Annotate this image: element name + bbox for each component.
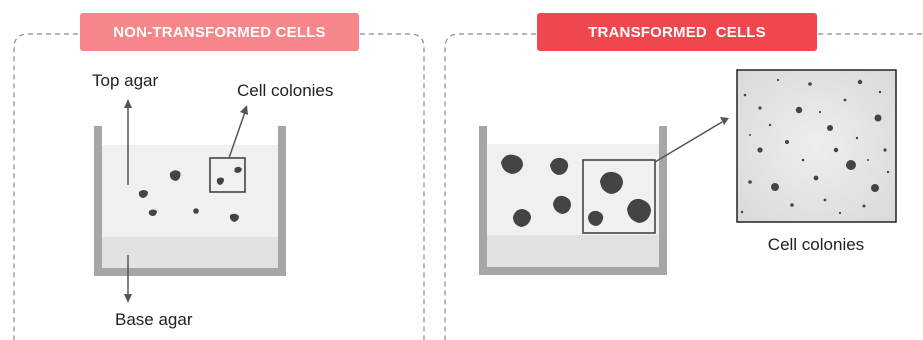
colony bbox=[843, 98, 847, 102]
top-agar-arrow bbox=[124, 99, 132, 185]
colony bbox=[813, 175, 819, 181]
colony bbox=[513, 209, 531, 227]
left-panel-title: NON-TRANSFORMED CELLS bbox=[113, 24, 326, 41]
arrowhead-icon bbox=[124, 294, 132, 303]
arrowhead-icon bbox=[240, 105, 248, 115]
colony bbox=[229, 213, 239, 222]
colony bbox=[886, 170, 890, 174]
top-agar-label: Top agar bbox=[92, 71, 158, 90]
arrowhead-icon bbox=[720, 117, 729, 125]
colony bbox=[862, 204, 866, 208]
colony bbox=[855, 136, 859, 140]
colony bbox=[740, 210, 744, 214]
right-panel-title: TRANSFORMED CELLS bbox=[588, 24, 766, 41]
left-panel-border bbox=[13, 33, 425, 340]
colony bbox=[808, 82, 812, 86]
colony bbox=[216, 177, 224, 185]
colony bbox=[758, 106, 762, 110]
colony bbox=[148, 209, 157, 216]
colony bbox=[553, 195, 571, 214]
right-panel-banner: TRANSFORMED CELLS bbox=[537, 13, 817, 51]
left-panel-banner: NON-TRANSFORMED CELLS bbox=[80, 13, 359, 51]
left-zoom-box bbox=[209, 157, 246, 193]
micrograph-background bbox=[737, 70, 896, 222]
micrograph-frame bbox=[736, 69, 897, 223]
colony bbox=[627, 198, 651, 223]
colony bbox=[768, 123, 772, 127]
colony bbox=[748, 180, 752, 184]
colony bbox=[795, 106, 803, 114]
colony bbox=[169, 170, 181, 181]
colony bbox=[846, 160, 856, 170]
left-panel: NON-TRANSFORMED CELLS bbox=[13, 13, 425, 340]
top-agar-layer bbox=[102, 145, 278, 237]
colony bbox=[878, 90, 882, 94]
base-agar-layer bbox=[487, 235, 659, 267]
left-cell-colonies-label: Cell colonies bbox=[237, 81, 333, 100]
colony-micrograph bbox=[736, 69, 897, 223]
right-cell-colonies-label: Cell colonies bbox=[768, 235, 864, 254]
beaker-bottom bbox=[94, 268, 286, 276]
base-agar-arrow bbox=[124, 255, 132, 303]
right-zoom-box bbox=[582, 159, 656, 234]
colony bbox=[771, 183, 779, 191]
right-banner-background bbox=[537, 13, 817, 51]
colony bbox=[867, 159, 869, 161]
right-panel: TRANSFORMED CELLS bbox=[444, 13, 923, 340]
colony bbox=[234, 166, 242, 173]
colony bbox=[749, 134, 751, 136]
arrowhead-icon bbox=[124, 99, 132, 108]
beaker-left-wall bbox=[479, 126, 487, 275]
colony bbox=[838, 211, 842, 215]
left-beaker bbox=[94, 126, 286, 276]
colony bbox=[785, 140, 789, 144]
colony bbox=[801, 158, 805, 162]
left-cell-colonies-arrow bbox=[228, 105, 248, 159]
left-colonies bbox=[138, 166, 242, 222]
colony bbox=[874, 114, 882, 122]
colony bbox=[883, 148, 887, 152]
left-banner-background bbox=[80, 13, 359, 51]
colony bbox=[827, 125, 833, 131]
colony bbox=[501, 154, 523, 174]
base-agar-layer bbox=[102, 237, 278, 268]
colony bbox=[790, 203, 794, 207]
colony bbox=[776, 78, 780, 82]
colony bbox=[743, 93, 747, 97]
beaker-right-wall bbox=[659, 126, 667, 275]
base-agar-label: Base agar bbox=[115, 310, 193, 329]
right-panel-border bbox=[444, 33, 923, 340]
colony bbox=[193, 208, 199, 214]
colony bbox=[588, 210, 604, 226]
colony bbox=[550, 157, 569, 175]
beaker-right-wall bbox=[278, 126, 286, 276]
colony bbox=[823, 198, 827, 202]
colony bbox=[871, 184, 879, 192]
colony bbox=[818, 110, 822, 114]
beaker-left-wall bbox=[94, 126, 102, 276]
colony bbox=[833, 147, 839, 153]
right-colonies bbox=[501, 154, 651, 227]
colony bbox=[757, 147, 763, 153]
colony bbox=[600, 171, 623, 194]
beaker-bottom bbox=[479, 267, 667, 275]
right-cell-colonies-arrow bbox=[654, 117, 729, 163]
colony bbox=[857, 79, 863, 85]
colony bbox=[138, 190, 148, 198]
micrograph-colonies bbox=[740, 78, 890, 215]
